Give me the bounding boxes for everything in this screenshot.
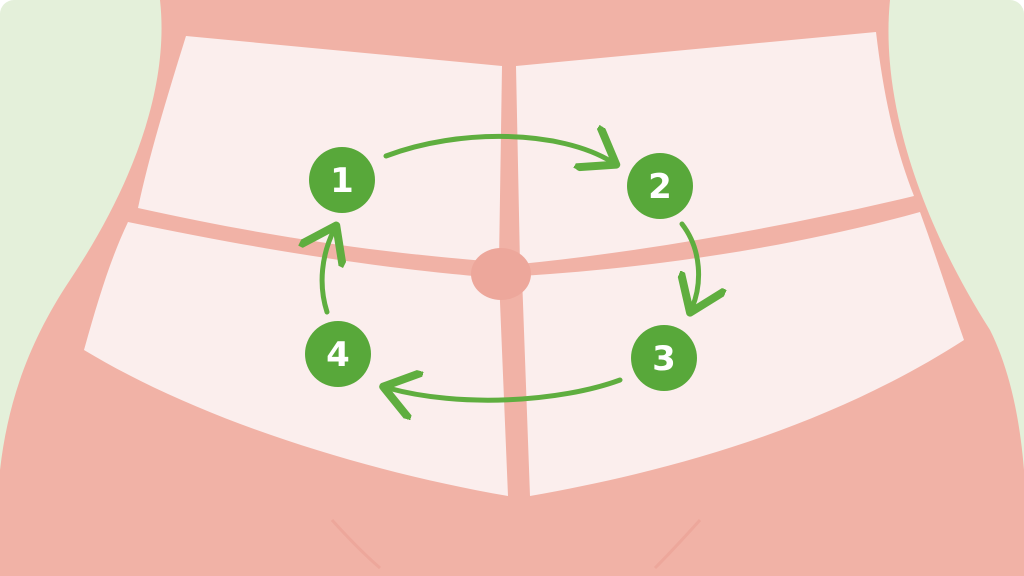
step-marker-2-label: 2 [648,167,672,207]
arrow-1-to-2 [383,136,612,162]
step-marker-4-circle [305,321,371,387]
step-marker-3-label: 3 [652,339,676,379]
step-marker-4: 4 [305,321,371,387]
step-marker-3-circle [631,325,697,391]
step-marker-1-label: 1 [330,161,354,201]
step-marker-1: 1 [309,147,375,213]
arrow-2-to-3 [682,221,699,308]
groin-line-left [330,518,381,570]
groin-line-right [653,518,702,570]
navel [471,248,531,300]
arrow-4-to-1 [322,230,334,315]
step-marker-2: 2 [627,153,693,219]
step-marker-1-circle [309,147,375,213]
quadrant-upper-left [138,36,502,262]
quadrant-upper-right [516,32,914,264]
step-marker-4-label: 4 [326,335,350,375]
arrow-3-to-4 [388,380,623,400]
step-marker-3: 3 [631,325,697,391]
step-marker-2-circle [627,153,693,219]
quadrant-lower-right [522,212,964,496]
quadrant-lower-left [84,222,508,496]
